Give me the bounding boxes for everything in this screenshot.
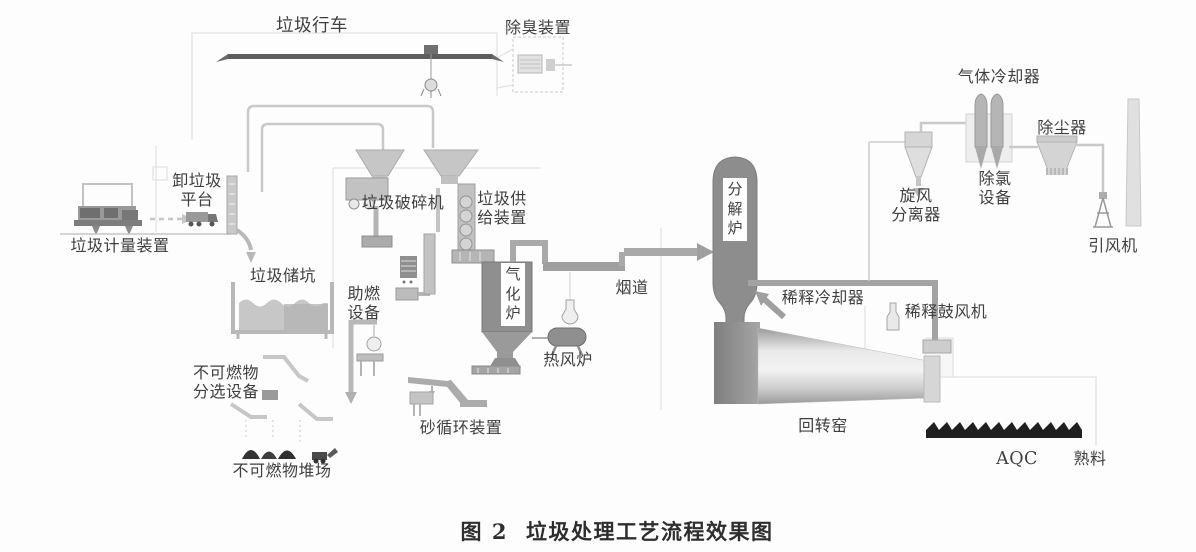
label-unload-platform: 卸垃圾 平台 [172,171,222,209]
label-hot-air-furnace: 热风炉 [543,350,593,369]
label-dilution-cooler: 稀释冷却器 [781,288,865,307]
label-rotary-kiln: 回转窑 [798,416,848,435]
flow-arrow-icon [697,243,714,261]
label-id-fan: 引风机 [1088,236,1138,255]
crane-unit [216,45,504,98]
platform-wall [226,175,238,235]
waste-pile [242,450,260,459]
flue-duct [510,240,714,271]
label-storage-pit: 垃圾储坑 [249,266,316,285]
transfer-pipes [246,104,435,192]
dilution-blower-box [922,339,952,354]
weighbridge [74,220,142,226]
waste-pile [278,450,296,459]
unloading-platform-unit [186,175,256,263]
truck-icon [78,206,138,222]
noncombustible-yard-unit [242,448,338,464]
label-gasifier: 气 化 炉 [501,263,525,326]
figure-caption-number: 图 2 [460,519,508,544]
label-dilution-blower: 稀释鼓风机 [904,302,988,321]
label-crane: 垃圾行车 [276,16,348,36]
spray-arrow-icon [755,291,769,306]
grate-sawtooth [926,422,1082,438]
down-arrow-icon [913,188,924,197]
weighing-station [60,183,230,235]
building-outlines [152,32,1097,446]
label-cyclone-separator: 旋风 分离器 [891,186,941,224]
hopper [423,149,479,177]
combustion-aid-unit [345,319,384,404]
waste-pile [261,451,277,459]
label-weighing: 垃圾计量装置 [70,236,170,255]
sorting-chutes [229,355,333,442]
chute-arrow-icon [235,228,256,263]
label-sand-circulation: 砂循环装置 [419,418,503,437]
label-noncombustible-yard: 不可燃物堆场 [232,461,332,480]
gas-cooler-unit [965,93,1038,169]
label-aqc: AQC [996,449,1038,469]
small-truck-icon [186,212,218,227]
label-dust-collector: 除尘器 [1037,118,1087,137]
crusher-unit [345,149,405,248]
hot-air-furnace-unit [532,272,587,356]
burner-flask-icon [561,299,579,325]
dust-collector-unit [1036,135,1105,196]
loader-icon [312,448,338,464]
sand-circulation-unit [408,377,487,416]
crane-trolley [424,45,438,54]
label-dechlorination: 除氯 设备 [978,169,1012,207]
figure-caption: 图 2 垃圾处理工艺流程效果图 [461,516,774,546]
storage-pit-unit [231,282,334,339]
kiln-head [714,322,760,404]
hopper [355,149,405,177]
deodorizer-unit [512,36,572,93]
fan-trestle-icon [1093,197,1113,228]
label-gas-cooler: 气体冷却器 [957,67,1041,86]
grab-icon [420,78,442,98]
figure-caption-title: 垃圾处理工艺流程效果图 [525,519,774,544]
label-noncombustible-sorting: 不可燃物 分选设备 [192,363,259,401]
label-clinker: 熟料 [1073,449,1107,468]
label-flue: 烟道 [615,278,649,297]
vibrating-feeder [451,249,495,264]
stack [1125,98,1142,227]
id-fan-unit [1093,98,1142,228]
label-decomposition-furnace: 分 解 炉 [723,178,747,241]
aqc-unit [926,422,1082,438]
nozzle-bottle-icon [886,302,900,331]
label-deodorizer: 除臭装置 [504,18,571,37]
down-arrow-icon [345,392,357,404]
cyclone-unit [904,121,988,197]
label-combustion-aid: 助燃 设备 [347,284,381,322]
label-feeder: 垃圾供 给装置 [477,189,527,227]
label-crusher: 垃圾破碎机 [361,193,445,212]
rotary-kiln-unit [757,327,941,405]
feeder-unit [395,149,495,301]
dilution-system [748,141,952,354]
